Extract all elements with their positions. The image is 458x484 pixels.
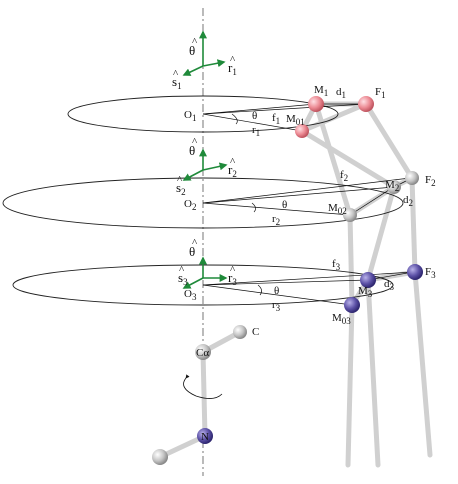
atom-c — [233, 325, 247, 339]
atom-h — [152, 449, 168, 465]
atom-m03 — [344, 297, 360, 313]
label-m1: M — [314, 84, 324, 96]
svg-text:s1: s1 — [172, 74, 182, 91]
atom-f2 — [405, 171, 419, 185]
atom-f3 — [407, 264, 423, 280]
svg-text:M03: M03 — [332, 312, 351, 326]
atom-m3 — [360, 272, 376, 288]
svg-text:^: ^ — [230, 264, 236, 276]
svg-text:^: ^ — [230, 54, 236, 66]
atom-calpha — [195, 344, 211, 360]
svg-text:r2: r2 — [228, 162, 237, 179]
svg-text:d3: d3 — [384, 278, 395, 292]
svg-text:d1: d1 — [336, 86, 346, 100]
svg-text:F2: F2 — [425, 174, 436, 188]
svg-text:r3: r3 — [228, 270, 237, 287]
level-2: O2 θ r2 f2 M2 d2 F2 M02 — [2, 169, 436, 229]
label-f3: f — [332, 258, 336, 270]
label-theta-2: θ — [282, 199, 287, 211]
label-d3: d — [384, 278, 390, 290]
svg-text:M3: M3 — [358, 285, 373, 299]
svg-text:F3: F3 — [425, 266, 436, 280]
svg-text:^: ^ — [230, 156, 236, 168]
svg-text:^: ^ — [179, 264, 185, 276]
svg-text:f2: f2 — [340, 169, 348, 183]
label-m2: M — [385, 179, 395, 191]
label-f2: f — [340, 169, 344, 181]
label-n: N — [201, 431, 209, 443]
level-1-ellipse — [67, 95, 339, 133]
label-o2: O — [184, 198, 192, 210]
svg-text:M01: M01 — [286, 113, 305, 127]
svg-text:M1: M1 — [314, 84, 328, 98]
level-1: O1 θ f1 r1 M1 d1 F1 M01 — [67, 84, 386, 138]
svg-text:d2: d2 — [403, 194, 413, 208]
label-m02: M — [328, 202, 338, 214]
atom-m01 — [295, 124, 309, 138]
svg-text:s2: s2 — [176, 180, 186, 197]
label-m03: M — [332, 312, 342, 324]
label-theta-3: θ — [274, 285, 279, 297]
svg-text:r2: r2 — [272, 213, 280, 227]
svg-text:^: ^ — [192, 237, 198, 249]
label-theta-hat-1: θ — [189, 43, 195, 58]
svg-text:^: ^ — [192, 136, 198, 148]
label-m3: M — [358, 285, 368, 297]
frame-3 — [182, 256, 228, 289]
svg-text:O3: O3 — [184, 288, 197, 302]
label-s-hat-1: s — [172, 74, 177, 89]
atom-m2 — [387, 180, 401, 194]
svg-text:f1: f1 — [272, 112, 280, 126]
label-r-hat-3: r — [228, 270, 233, 285]
atom-m02 — [343, 208, 357, 222]
frame-2 — [182, 148, 228, 181]
label-theta-1: θ — [252, 110, 257, 122]
svg-text:F1: F1 — [375, 86, 386, 100]
svg-text:O1: O1 — [184, 109, 196, 123]
label-m01: M — [286, 113, 296, 125]
svg-text:M2: M2 — [385, 179, 399, 193]
label-o1: O — [184, 109, 192, 121]
label-r-hat-2: r — [228, 162, 233, 177]
svg-text:r1: r1 — [252, 124, 260, 138]
svg-text:O2: O2 — [184, 198, 196, 212]
svg-text:M02: M02 — [328, 202, 347, 216]
label-f1: f — [272, 112, 276, 124]
label-theta-hat-3: θ — [189, 244, 195, 259]
svg-text:s3: s3 — [178, 270, 188, 287]
label-f3-atom: F — [425, 266, 431, 278]
svg-text:r3: r3 — [272, 299, 281, 313]
level-3: O3 θ r3 f3 M3 d3 F3 M03 — [12, 258, 436, 326]
atom-f1 — [358, 96, 374, 112]
svg-text:^: ^ — [173, 68, 179, 80]
atom-n — [197, 428, 213, 444]
backbone: Cα C N — [152, 325, 259, 465]
atom-m1 — [308, 96, 324, 112]
label-d1: d — [336, 86, 342, 98]
svg-text:^: ^ — [192, 36, 198, 48]
label-f2-atom: F — [425, 174, 431, 186]
label-calpha: Cα — [196, 347, 209, 359]
svg-text:^: ^ — [177, 174, 183, 186]
label-d2: d — [403, 194, 409, 206]
label-r-hat-1: r — [228, 60, 233, 75]
label-c: C — [252, 326, 259, 338]
svg-text:f3: f3 — [332, 258, 341, 272]
label-r1: r — [252, 124, 256, 136]
label-s-hat-3: s — [178, 270, 183, 285]
label-o3: O — [184, 288, 192, 300]
frame-1 — [182, 30, 226, 76]
label-f1-atom: F — [375, 86, 381, 98]
label-r3: r — [272, 299, 276, 311]
label-theta-hat-2: θ — [189, 143, 195, 158]
level-2-ellipse — [2, 177, 404, 229]
label-s-hat-2: s — [176, 180, 181, 195]
svg-text:r1: r1 — [228, 60, 237, 77]
rotation-arrow-icon — [183, 374, 223, 399]
label-r2: r — [272, 213, 276, 225]
